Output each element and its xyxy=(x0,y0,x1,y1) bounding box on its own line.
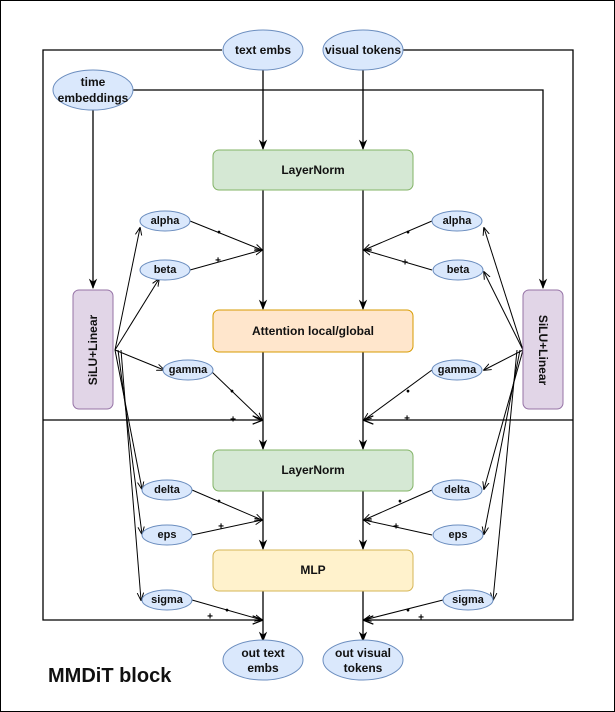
layernorm-1-label: LayerNorm xyxy=(281,163,344,177)
multiply-op: • xyxy=(406,606,410,617)
silu-right-label: SiLU+Linear xyxy=(536,315,550,386)
add-op: + xyxy=(404,414,410,425)
left-delta[interactable]: delta xyxy=(141,479,193,501)
right-modulation-wires xyxy=(364,220,444,620)
multiply-op: • xyxy=(217,497,221,508)
right-sigma[interactable]: sigma xyxy=(442,589,494,611)
silu-linear-right[interactable]: SiLU+Linear xyxy=(522,289,564,410)
add-op: + xyxy=(418,613,424,624)
right-gamma[interactable]: gamma xyxy=(431,359,483,381)
add-op: + xyxy=(230,415,236,426)
left-sigma[interactable]: sigma xyxy=(141,589,193,611)
multiply-op: • xyxy=(398,497,402,508)
time-label-line2: embeddings xyxy=(58,91,129,105)
time-label-line1: time xyxy=(81,75,106,89)
mlp-block[interactable]: MLP xyxy=(212,549,414,592)
attention-block[interactable]: Attention local/global xyxy=(212,309,414,353)
right-silu-fanout xyxy=(484,228,524,600)
diagram-title: MMDiT block xyxy=(48,665,172,687)
left-gamma[interactable]: gamma xyxy=(162,359,214,381)
sigma-label: sigma xyxy=(151,594,184,606)
silu-left-label: SiLU+Linear xyxy=(86,314,100,385)
multiply-op: • xyxy=(406,228,410,239)
out-visual-line1: out visual xyxy=(335,646,391,660)
mlp-label: MLP xyxy=(300,563,325,577)
beta-label: beta xyxy=(447,264,471,276)
gamma-label: gamma xyxy=(438,364,477,376)
right-eps[interactable]: eps xyxy=(432,524,484,546)
out-text-line2: embs xyxy=(247,661,279,675)
multiply-op: • xyxy=(230,387,234,398)
right-delta[interactable]: delta xyxy=(431,479,483,501)
input-time-embeddings[interactable]: time embeddings xyxy=(52,69,134,111)
input-text-embs[interactable]: text embs xyxy=(222,29,304,71)
delta-label: delta xyxy=(444,484,471,496)
sigma-label: sigma xyxy=(452,594,485,606)
multiply-op: • xyxy=(225,606,229,617)
layernorm-2[interactable]: LayerNorm xyxy=(212,449,414,492)
gamma-label: gamma xyxy=(169,364,208,376)
output-text-embs[interactable]: out text embs xyxy=(222,639,304,681)
connections: • + • + • + • + • + • + • + • + xyxy=(42,49,574,643)
attention-label: Attention local/global xyxy=(252,324,374,338)
visual-skip-wire xyxy=(364,49,574,620)
layernorm-2-label: LayerNorm xyxy=(281,463,344,477)
time-to-right-silu-wire xyxy=(133,89,548,290)
multiply-op: • xyxy=(406,387,410,398)
left-eps[interactable]: eps xyxy=(141,524,193,546)
alpha-label: alpha xyxy=(443,215,473,227)
alpha-label: alpha xyxy=(151,215,181,227)
text-skip-wire xyxy=(42,49,262,620)
add-op: + xyxy=(218,522,224,533)
add-op: + xyxy=(393,522,399,533)
op-markers: • + • + • + • + • + • + • + • + xyxy=(207,228,424,624)
add-op: + xyxy=(402,258,408,269)
add-op: + xyxy=(215,256,221,267)
left-alpha[interactable]: alpha xyxy=(139,210,191,232)
add-op: + xyxy=(207,612,213,623)
visual-tokens-label: visual tokens xyxy=(325,43,401,57)
eps-label: eps xyxy=(158,529,177,541)
left-silu-fanout xyxy=(114,228,164,600)
eps-label: eps xyxy=(449,529,468,541)
output-visual-tokens[interactable]: out visual tokens xyxy=(322,639,404,681)
multiply-op: • xyxy=(217,228,221,239)
out-text-line1: out text xyxy=(241,646,284,660)
silu-linear-left[interactable]: SiLU+Linear xyxy=(72,289,114,410)
input-visual-tokens[interactable]: visual tokens xyxy=(322,29,404,71)
left-modulation-wires xyxy=(189,220,262,620)
text-embs-label: text embs xyxy=(235,43,291,57)
left-beta[interactable]: beta xyxy=(139,259,191,281)
right-alpha[interactable]: alpha xyxy=(431,210,483,232)
right-beta[interactable]: beta xyxy=(432,259,484,281)
beta-label: beta xyxy=(154,264,178,276)
layernorm-1[interactable]: LayerNorm xyxy=(212,149,414,191)
out-visual-line2: tokens xyxy=(344,661,383,675)
delta-label: delta xyxy=(154,484,181,496)
